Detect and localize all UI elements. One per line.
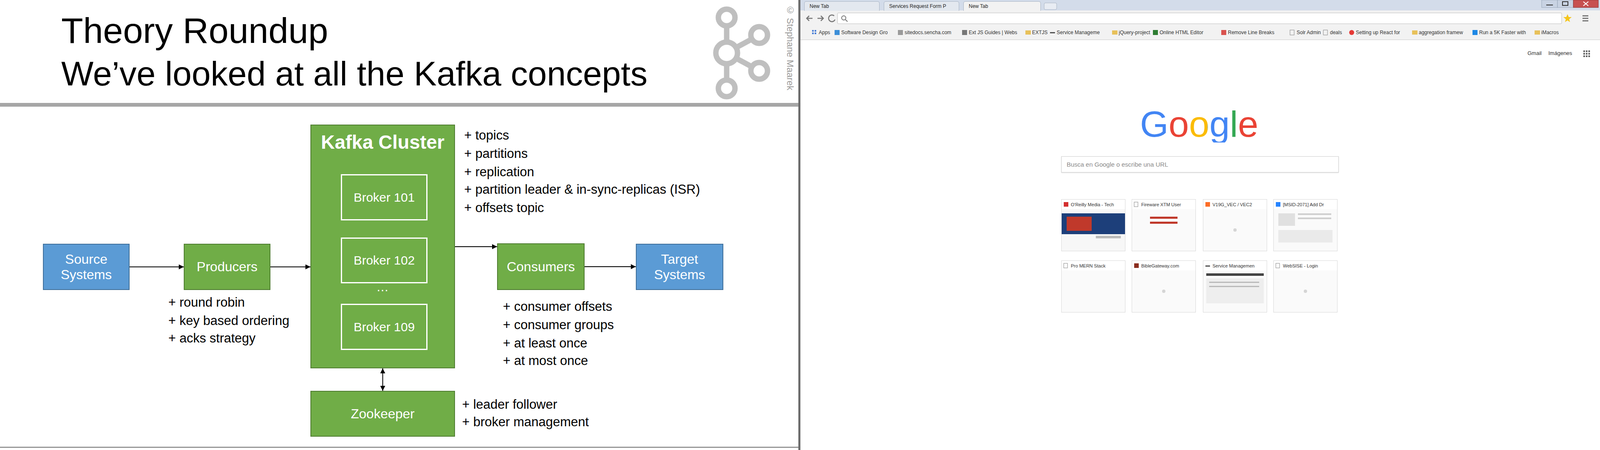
arrow-connector xyxy=(455,246,498,248)
note-text: + at least once xyxy=(502,335,588,351)
note-text: + key based ordering xyxy=(168,313,290,329)
bookmark: Setting up React for xyxy=(1355,30,1400,36)
arrow-connector xyxy=(584,266,636,268)
bookmark: Solr Admin xyxy=(1296,30,1321,36)
node-text: WebSISE - Login xyxy=(1273,260,1338,269)
bookmark: Software Design Gro xyxy=(841,30,888,36)
slide-subtitle: We’ve looked at all the Kafka concepts xyxy=(61,54,648,94)
browser-tab: New Tab xyxy=(804,1,880,11)
node-text: V19G_VEC / VEC2 xyxy=(1203,199,1267,208)
thumbnail-tile: WebSISE - Login xyxy=(1273,260,1338,313)
arrow-connector xyxy=(270,266,311,268)
bookmark: iMacros xyxy=(1541,30,1559,36)
thumbnail-tile: BibleGateway.com xyxy=(1131,260,1196,313)
note-text: + offsets topic xyxy=(464,200,545,216)
note-text: + acks strategy xyxy=(168,330,256,346)
node-text: New Tab xyxy=(809,3,829,10)
thumbnail-tile: Fireware XTM User xyxy=(1131,199,1196,252)
broker-box: Broker 101 xyxy=(340,174,428,221)
node-text: Kafka Cluster xyxy=(311,131,455,154)
source-box: Source Systems xyxy=(42,243,130,290)
target-box: Target Systems xyxy=(635,243,724,290)
bookmark: Run a 5K Faster with xyxy=(1479,30,1526,36)
browser-tab: New Tab xyxy=(963,1,1041,11)
process-box: Consumers xyxy=(497,243,585,290)
thumbnail-tile: V19G_VEC / VEC2 xyxy=(1202,199,1268,252)
node-text: Producers xyxy=(196,259,258,275)
thumbnail-tile: O'Reilly Media - Tech xyxy=(1061,199,1126,252)
arrow-connector xyxy=(382,368,384,391)
node-text: Target Systems xyxy=(641,251,718,283)
broker-box: Broker 109 xyxy=(340,303,428,350)
node-text: Services Request Form P xyxy=(889,3,947,10)
thumbnail-tile: [MSID-2071] Add Dr xyxy=(1273,199,1338,252)
google-logo: Google xyxy=(1140,105,1259,143)
node-text: Consumers xyxy=(506,259,575,275)
node-text: Busca en Google o escribe una URL xyxy=(1066,160,1168,168)
note-text: + round robin xyxy=(168,295,245,310)
node-text: Source Systems xyxy=(48,251,124,283)
note-text: + consumer offsets xyxy=(502,299,613,315)
thumbnail-tile: Service Managemen xyxy=(1202,260,1268,313)
bookmark: aggregation framew xyxy=(1418,30,1463,36)
bookmark: EXTJS xyxy=(1032,30,1048,36)
bookmark: Apps xyxy=(818,30,830,36)
note-text: + replication xyxy=(464,164,535,180)
node-text: New Tab xyxy=(968,3,988,10)
slide-title: Theory Roundup xyxy=(61,12,329,49)
node-text: Broker 101 xyxy=(353,190,415,205)
watermark: © Stephane Maarek xyxy=(785,5,796,91)
note-text: + at most once xyxy=(502,353,588,369)
note-text: + leader follower xyxy=(462,397,558,413)
bookmark: Online HTML Editor xyxy=(1159,30,1204,36)
note-text: + topics xyxy=(464,127,510,143)
node-text: O'Reilly Media - Tech xyxy=(1061,199,1125,208)
zookeeper-box: Zookeeper xyxy=(310,390,455,437)
arrow-connector xyxy=(129,266,184,268)
node-text: Broker 109 xyxy=(353,320,415,335)
header-link: Imágenes xyxy=(1548,50,1573,57)
bookmark: sitedocs.sencha.com xyxy=(904,30,952,36)
note-text: + consumer groups xyxy=(502,317,614,333)
thumbnail-tile: Pro MERN Stack xyxy=(1061,260,1126,313)
bookmark: Ext JS Guides | Webs xyxy=(968,30,1018,36)
node-text: [MSID-2071] Add Dr xyxy=(1273,199,1338,208)
bookmark: deals xyxy=(1330,30,1343,36)
cluster-box: Kafka ClusterBroker 101Broker 102Broker … xyxy=(310,124,455,369)
node-text: Zookeeper xyxy=(350,406,415,422)
node-text: Broker 102 xyxy=(353,253,415,268)
bookmark: Service Manageme xyxy=(1056,30,1100,36)
process-box: Producers xyxy=(183,243,271,290)
node-text: Fireware XTM User xyxy=(1132,199,1196,208)
bookmark: jQuery-project xyxy=(1118,30,1150,36)
browser-tab: Services Request Form P xyxy=(883,1,960,11)
node-text: Service Managemen xyxy=(1203,260,1267,269)
bookmark: Remove Line Breaks xyxy=(1227,30,1275,36)
header-link: Gmail xyxy=(1527,50,1542,57)
note-text: + partition leader & in-sync-replicas (I… xyxy=(464,182,700,198)
node-text: BibleGateway.com xyxy=(1132,260,1196,269)
ellipsis-mark: … xyxy=(376,280,389,295)
search-box: Busca en Google o escribe una URL xyxy=(1061,156,1339,173)
note-text: + broker management xyxy=(462,414,589,430)
node-text: Pro MERN Stack xyxy=(1061,260,1125,269)
note-text: + partitions xyxy=(464,146,528,162)
broker-box: Broker 102 xyxy=(340,237,428,284)
